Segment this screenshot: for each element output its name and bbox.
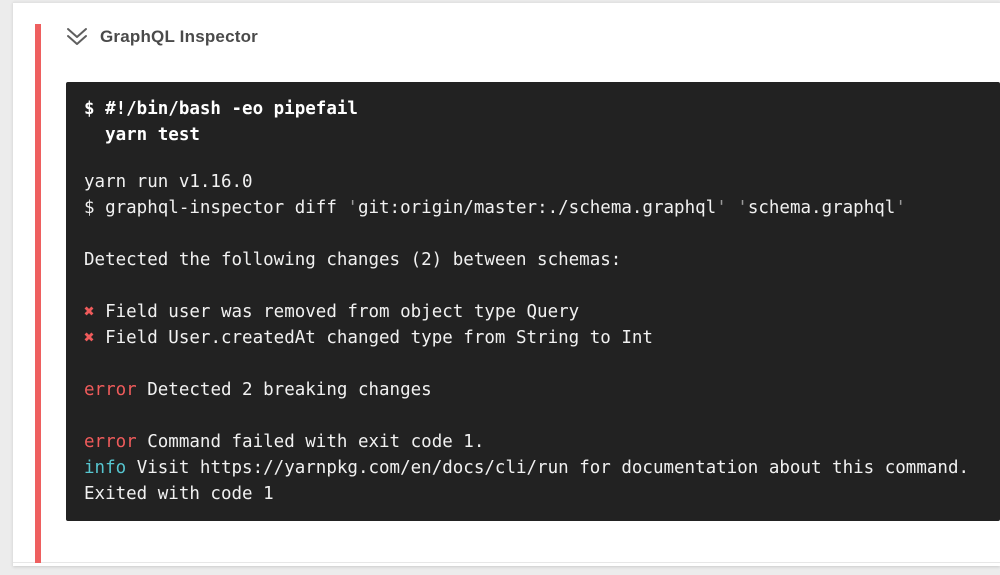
terminal-line [84,273,982,299]
terminal-line: Exited with code 1 [84,484,274,504]
terminal-line: info Visit https://yarnpkg.com/en/docs/c… [84,458,970,478]
double-chevron-down-icon[interactable] [65,27,89,47]
terminal-line: $ graphql-inspector diff 'git:origin/mas… [84,198,906,218]
terminal-line [84,221,982,247]
terminal-command-block: $ #!/bin/bash -eo pipefail yarn test [84,96,982,148]
terminal-line [84,351,982,377]
failed-step-accent-bar [35,24,41,563]
step-row-graphql-inspector: GraphQL Inspector $ #!/bin/bash -eo pipe… [13,24,1000,563]
terminal-line: yarn test [84,125,200,145]
step-card: GraphQL Inspector $ #!/bin/bash -eo pipe… [13,2,1000,566]
terminal-line: yarn run v1.16.0 [84,172,253,192]
terminal-line: $ #!/bin/bash -eo pipefail [84,99,358,119]
terminal-line: ✖ Field User.createdAt changed type from… [84,328,653,348]
terminal-line: error Detected 2 breaking changes [84,380,432,400]
step-header[interactable]: GraphQL Inspector [13,24,1000,50]
terminal-line: Detected the following changes (2) betwe… [84,250,622,270]
terminal-line: error Command failed with exit code 1. [84,432,485,452]
terminal-line [84,403,982,429]
terminal-output: $ #!/bin/bash -eo pipefail yarn test yar… [66,82,1000,521]
terminal-line: ✖ Field user was removed from object typ… [84,302,580,322]
step-title: GraphQL Inspector [100,27,259,46]
terminal-output-lines: yarn run v1.16.0 $ graphql-inspector diff… [84,169,982,507]
